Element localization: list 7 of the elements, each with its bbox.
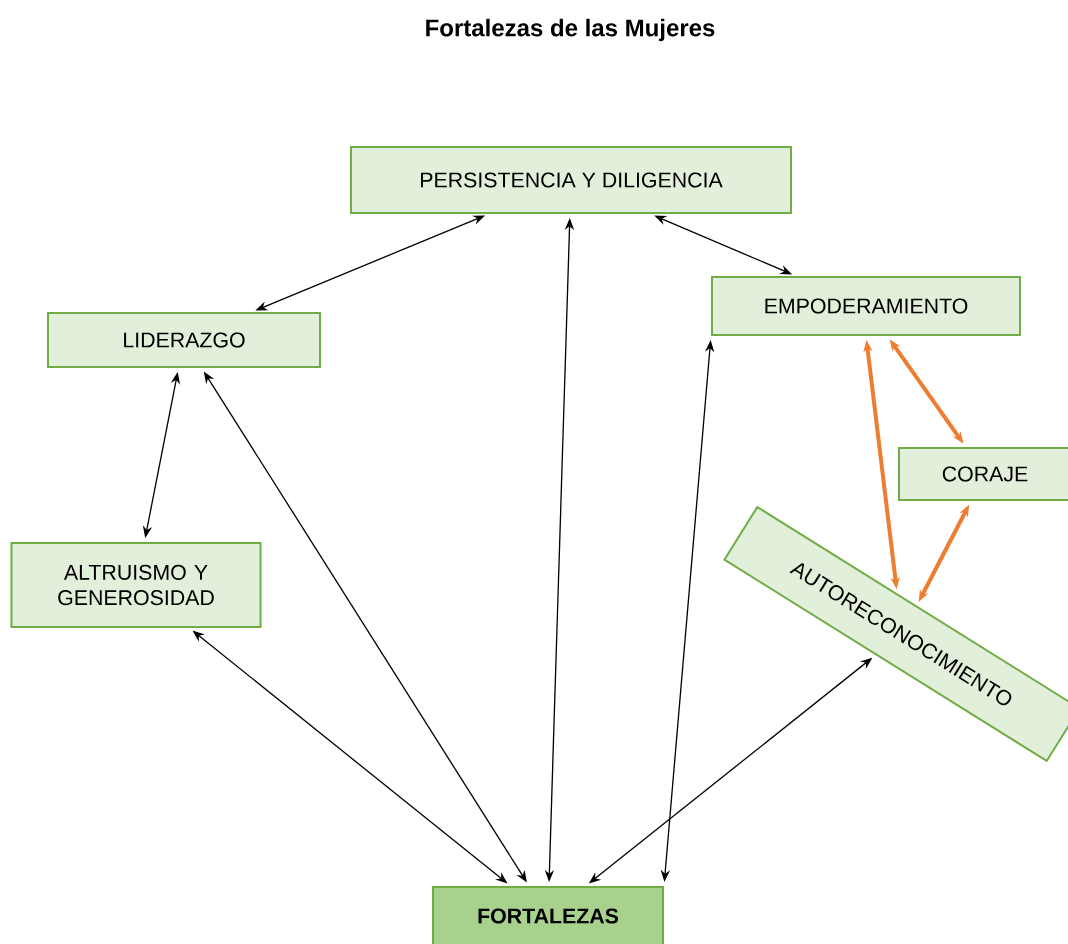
label-box: FORTALEZAS <box>432 886 664 944</box>
label-box: PERSISTENCIA Y DILIGENCIA <box>350 146 792 214</box>
label-box: LIDERAZGO <box>47 312 321 368</box>
label-box: CORAJE <box>898 447 1068 501</box>
label-box: EMPODERAMIENTO <box>711 276 1021 336</box>
label-box: ALTRUISMO Y GENEROSIDAD <box>10 542 262 628</box>
title: Fortalezas de las Mujeres <box>426 18 715 42</box>
